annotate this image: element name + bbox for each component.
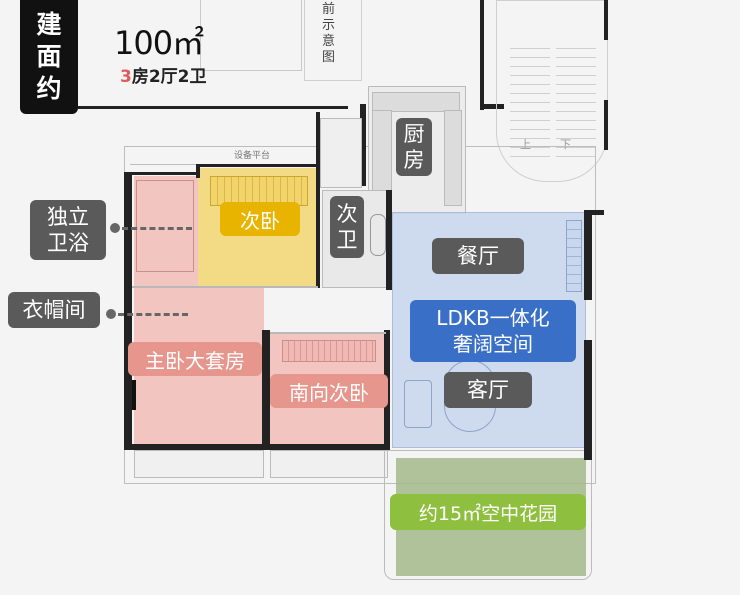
- stairs-down-label: 下: [560, 138, 571, 151]
- area-value: 100㎡: [114, 24, 204, 62]
- partition: [132, 286, 198, 288]
- secondary-bath-fixture: [370, 214, 386, 256]
- layout-count: 3: [120, 67, 132, 87]
- master-bath-fixtures: [136, 180, 194, 272]
- area-tag-char: 面: [36, 42, 62, 71]
- stair-treads: [510, 40, 550, 160]
- wall: [196, 164, 320, 167]
- top-note-box: [304, 0, 362, 81]
- garden-label: 约15㎡空中花园: [390, 494, 586, 530]
- secondary-bath-label: 次 卫: [330, 196, 364, 258]
- equipment-platform: [130, 146, 316, 165]
- partition: [198, 286, 318, 288]
- balcony: [134, 450, 264, 478]
- utility-zone: [320, 118, 362, 188]
- partition: [132, 380, 136, 410]
- master-suite-zone: [134, 176, 198, 286]
- top-note-char: 示: [322, 18, 336, 33]
- wall: [584, 210, 604, 215]
- bedroom2-wardrobe: [210, 176, 308, 206]
- layout-summary: 3房2厅2卫: [120, 62, 207, 87]
- callout-line: [122, 227, 192, 230]
- kitchen-counter: [372, 110, 392, 192]
- top-note: 前 示 意 图: [322, 2, 335, 66]
- cloakroom-callout: 衣帽间: [8, 292, 100, 328]
- top-note-char: 图: [322, 50, 336, 65]
- stairs-up-label: 上: [520, 138, 531, 151]
- partition: [270, 332, 386, 334]
- kitchen-counter: [372, 92, 460, 112]
- stairwell: [496, 0, 608, 182]
- south-bedroom-wardrobe: [282, 340, 376, 362]
- wall: [264, 444, 390, 450]
- area-tag-char: 建: [36, 10, 62, 39]
- upper-outline: [200, 0, 302, 71]
- wall: [584, 210, 592, 300]
- tv-cabinet: [566, 220, 582, 292]
- wall: [584, 340, 592, 460]
- garden-outline: [384, 450, 592, 580]
- balcony: [270, 450, 388, 478]
- top-note-char: 前: [322, 2, 336, 17]
- dining-label: 餐厅: [432, 238, 524, 274]
- wall: [124, 172, 132, 450]
- area-tag-char: 约: [36, 74, 62, 103]
- wall: [484, 104, 504, 109]
- wall: [78, 106, 348, 109]
- callout-dot: [106, 309, 116, 319]
- private-bath-callout: 独立 卫浴: [30, 200, 106, 260]
- sofa-outline: [404, 380, 432, 428]
- wall: [386, 190, 392, 290]
- wall: [132, 172, 200, 175]
- ldkb-label: LDKB一体化 奢阔空间: [410, 300, 576, 362]
- area-tag: 建 面 约: [20, 0, 78, 114]
- living-label: 客厅: [444, 372, 532, 408]
- wall: [480, 0, 484, 110]
- stair-treads: [556, 40, 596, 160]
- callout-dot: [110, 223, 120, 233]
- layout-rest: 房2厅2卫: [131, 67, 207, 87]
- wall: [604, 0, 608, 40]
- wall: [316, 164, 320, 288]
- south-bedroom-label: 南向次卧: [270, 374, 388, 408]
- top-note-char: 意: [322, 34, 336, 49]
- master-suite-label: 主卧大套房: [128, 342, 262, 376]
- wall: [124, 444, 266, 450]
- callout-line: [118, 313, 188, 316]
- kitchen-label: 厨 房: [396, 118, 432, 176]
- wall: [316, 112, 320, 188]
- equipment-platform-label: 设备平台: [234, 151, 271, 161]
- secondary-bedroom-label: 次卧: [220, 202, 300, 236]
- wall: [262, 330, 270, 450]
- wall: [196, 164, 200, 178]
- wall: [604, 100, 608, 150]
- kitchen-counter: [444, 110, 462, 206]
- wall: [360, 104, 366, 186]
